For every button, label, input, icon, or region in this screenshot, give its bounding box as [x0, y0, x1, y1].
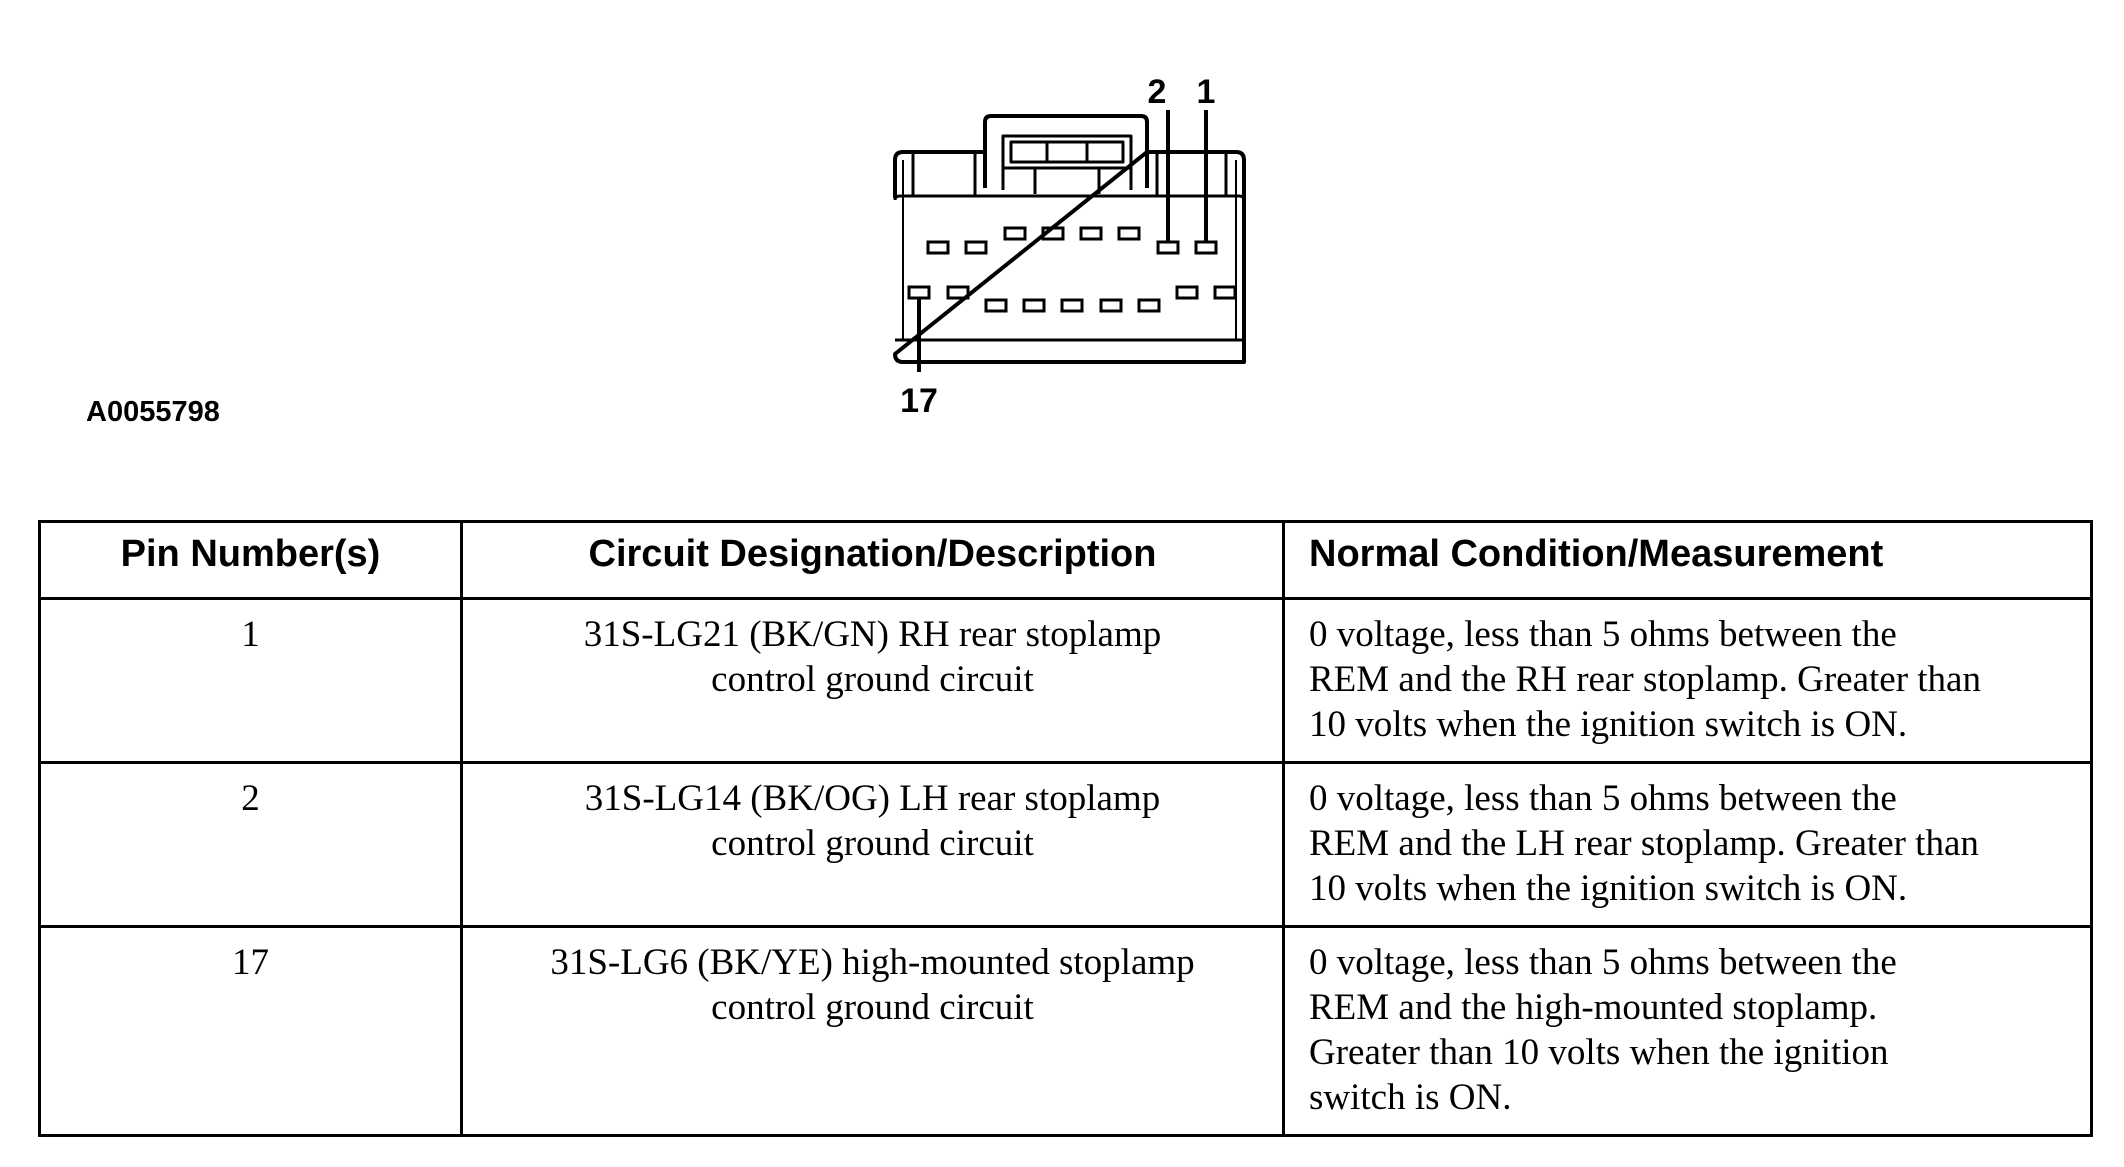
connector-diagram: 2 1 17 — [893, 73, 1246, 420]
pin-label-17: 17 — [900, 382, 938, 420]
pin-cavities-bottom — [907, 285, 1237, 313]
circuit-description-cell: 31S-LG14 (BK/OG) LH rear stoplamp contro… — [460, 761, 1285, 928]
header-normal-condition: Normal Condition/Measurement — [1282, 520, 2093, 600]
measurement-cell: 0 voltage, less than 5 ohms between the … — [1282, 761, 2093, 928]
description-line: control ground circuit — [711, 659, 1034, 700]
description-line: 31S-LG14 (BK/OG) LH rear stoplamp — [584, 778, 1161, 819]
figure-id: A0055798 — [86, 396, 220, 428]
measurement-line: 0 voltage, less than 5 ohms between the — [1309, 778, 1897, 819]
measurement-line: 0 voltage, less than 5 ohms between the — [1309, 614, 1897, 655]
measurement-cell: 0 voltage, less than 5 ohms between the … — [1282, 925, 2093, 1137]
measurement-line: 10 volts when the ignition switch is ON. — [1309, 868, 1908, 909]
circuit-description-cell: 31S-LG6 (BK/YE) high-mounted stoplamp co… — [460, 925, 1285, 1137]
description-line: 31S-LG6 (BK/YE) high-mounted stoplamp — [550, 942, 1195, 983]
pin-table: Pin Number(s) Circuit Designation/Descri… — [38, 520, 2093, 1137]
measurement-line: Greater than 10 volts when the ignition — [1309, 1032, 1889, 1073]
measurement-cell: 0 voltage, less than 5 ohms between the … — [1282, 597, 2093, 764]
pin-2-cavity — [1156, 240, 1180, 255]
measurement-line: switch is ON. — [1309, 1077, 1512, 1118]
header-pin-numbers: Pin Number(s) — [38, 520, 463, 600]
circuit-description-cell: 31S-LG21 (BK/GN) RH rear stoplamp contro… — [460, 597, 1285, 764]
latch-window — [1001, 134, 1133, 170]
pin-1-cavity — [1194, 240, 1218, 255]
pin-number-cell: 1 — [38, 597, 463, 764]
measurement-line: REM and the LH rear stoplamp. Greater th… — [1309, 823, 1979, 864]
description-line: control ground circuit — [711, 987, 1034, 1028]
description-line: control ground circuit — [711, 823, 1034, 864]
measurement-line: REM and the high-mounted stoplamp. — [1309, 987, 1878, 1028]
measurement-line: 0 voltage, less than 5 ohms between the — [1309, 942, 1897, 983]
pin-label-1: 1 — [1197, 73, 1216, 111]
pin-17-cavity — [907, 285, 931, 300]
connector-body — [893, 150, 1246, 364]
header-circuit-description: Circuit Designation/Description — [460, 520, 1285, 600]
measurement-line: 10 volts when the ignition switch is ON. — [1309, 704, 1908, 745]
pin-number-cell: 2 — [38, 761, 463, 928]
pin-cavities-top — [926, 226, 1218, 255]
table-header-row: Pin Number(s) Circuit Designation/Descri… — [38, 520, 2093, 600]
description-line: 31S-LG21 (BK/GN) RH rear stoplamp — [583, 614, 1162, 655]
measurement-line: REM and the RH rear stoplamp. Greater th… — [1309, 659, 1981, 700]
table-row: 2 31S-LG14 (BK/OG) LH rear stoplamp cont… — [38, 761, 2093, 928]
table-row: 17 31S-LG6 (BK/YE) high-mounted stoplamp… — [38, 925, 2093, 1137]
table-row: 1 31S-LG21 (BK/GN) RH rear stoplamp cont… — [38, 597, 2093, 764]
pin-number-cell: 17 — [38, 925, 463, 1137]
connector-face — [893, 194, 1246, 201]
connector-latch — [983, 114, 1149, 188]
pin-label-2: 2 — [1148, 73, 1167, 111]
